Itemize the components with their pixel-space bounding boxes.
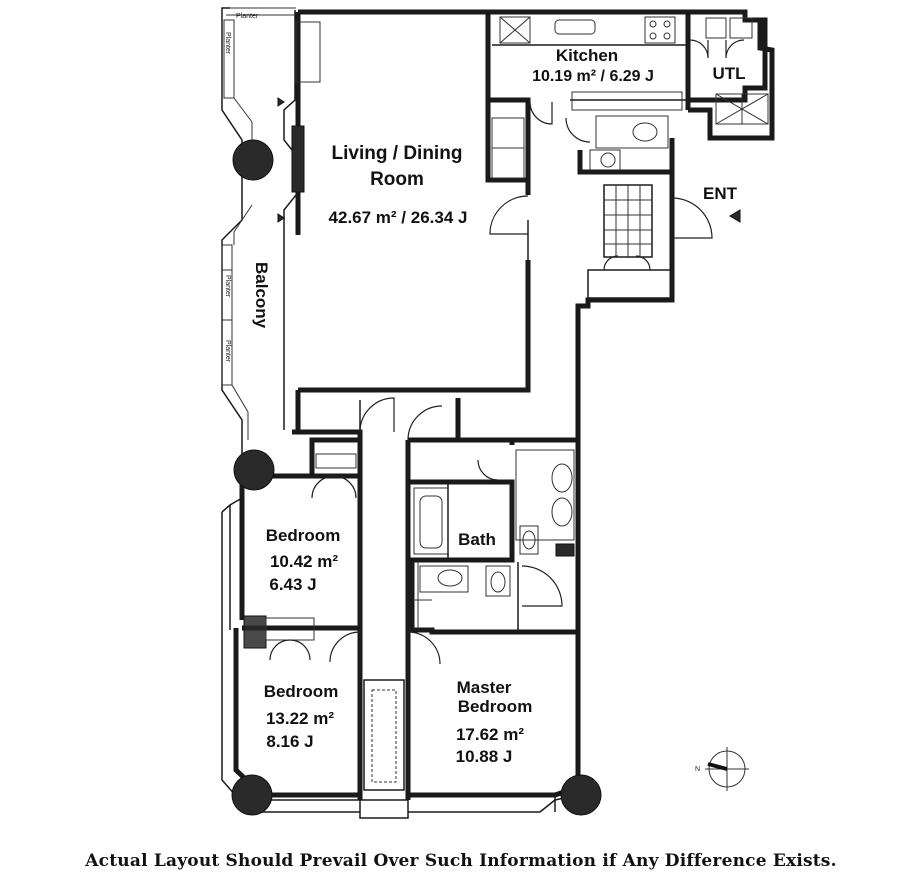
exterior-walls <box>292 9 775 790</box>
master-bedroom-area-j: 10.88 J <box>456 747 513 766</box>
bedroom-1-area-m2: 10.42 m² <box>270 552 338 571</box>
kitchen-room <box>492 16 753 111</box>
planter-label-side2: Planter <box>224 275 231 298</box>
entrance-hall <box>587 184 713 299</box>
floor-plan: Planter Planter Planter Planter Living /… <box>221 7 775 819</box>
planter-label-side3: Planter <box>224 340 231 363</box>
bedroom-1-area-j: 6.43 J <box>269 575 316 594</box>
kitchen-area: 10.19 m² / 6.29 J <box>532 68 654 85</box>
entrance-arrow-icon <box>729 209 741 223</box>
utility-room <box>715 93 769 125</box>
living-room-area: 42.67 m² / 26.34 J <box>329 208 468 227</box>
planter-label-top: Planter <box>236 13 259 20</box>
column-2 <box>233 449 275 491</box>
entrance-label: ENT <box>703 184 738 203</box>
planter-label-side1: Planter <box>224 32 231 55</box>
master-bedroom <box>408 787 579 813</box>
balcony-name: Balcony <box>252 262 271 329</box>
master-bedroom-area-m2: 17.62 m² <box>456 725 524 744</box>
living-dining-room <box>277 21 531 393</box>
disclaimer-text: Actual Layout Should Prevail Over Such I… <box>85 851 837 871</box>
compass-north-label: N <box>695 766 700 773</box>
bath-room <box>408 449 575 563</box>
column-1 <box>232 139 274 181</box>
column-4 <box>560 774 602 816</box>
toilet-area <box>485 100 672 183</box>
compass-icon <box>705 747 749 791</box>
utl-name: UTL <box>712 64 745 83</box>
column-3 <box>231 774 273 816</box>
living-room-name-line1: Living / Dining <box>332 143 463 164</box>
balcony-area <box>221 7 301 455</box>
living-room-name-line2: Room <box>370 169 424 190</box>
master-bedroom-name-line2: Bedroom <box>458 697 533 716</box>
bedroom-1-name: Bedroom <box>266 526 341 545</box>
master-bath-area <box>409 560 578 635</box>
kitchen-name: Kitchen <box>556 46 618 65</box>
hallway <box>292 397 578 800</box>
bedroom-2-area-j: 8.16 J <box>266 732 313 751</box>
bedroom-2-area-m2: 13.22 m² <box>266 709 334 728</box>
walk-in-closet <box>359 679 409 819</box>
bedroom-2-name: Bedroom <box>264 682 339 701</box>
master-bedroom-name-line1: Master <box>457 678 512 697</box>
bath-name: Bath <box>458 530 496 549</box>
